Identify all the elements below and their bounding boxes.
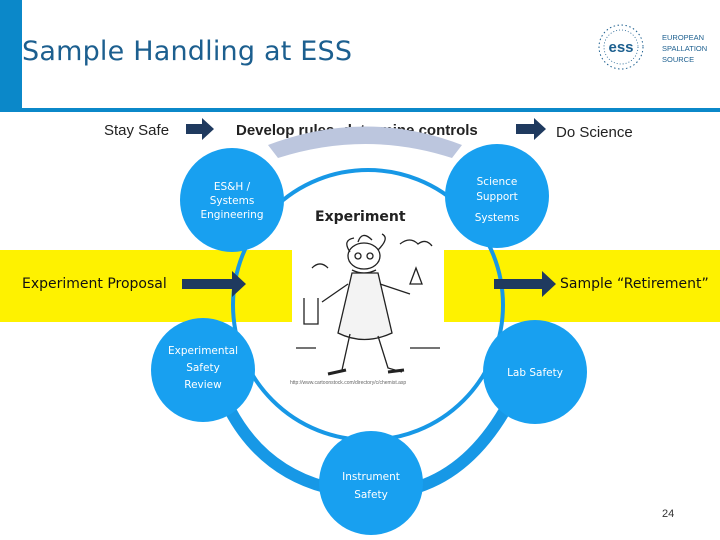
bottom-right-arc bbox=[416, 406, 511, 493]
label-line: Science bbox=[476, 176, 518, 188]
label-line: Engineering bbox=[200, 209, 264, 221]
label-line: Safety bbox=[354, 489, 388, 501]
esh-node bbox=[180, 148, 284, 252]
ess-logo: ess bbox=[598, 24, 644, 70]
science-support-node bbox=[445, 144, 549, 248]
arrow-stay-safe bbox=[186, 118, 214, 140]
arrow-retirement bbox=[494, 271, 556, 297]
logo-line: SOURCE bbox=[662, 55, 695, 64]
experiment-proposal-label: Experiment Proposal bbox=[22, 276, 167, 292]
logo-wordmark: EUROPEAN SPALLATION SOURCE bbox=[662, 32, 707, 65]
lab-safety-label: Lab Safety bbox=[507, 367, 563, 379]
label-line: Support bbox=[476, 191, 518, 203]
instrument-safety-label: Instrument Safety bbox=[329, 468, 413, 504]
experiment-label: Experiment bbox=[315, 209, 406, 225]
logo-line: SPALLATION bbox=[662, 44, 708, 53]
logo-mark: ess bbox=[608, 39, 633, 56]
label-line: Systems bbox=[209, 195, 255, 207]
bottom-left-arc bbox=[224, 407, 327, 493]
science-support-label: Science Support Systems bbox=[455, 175, 539, 226]
title-panel bbox=[22, 0, 720, 108]
label-line: Review bbox=[184, 379, 222, 391]
esr-label: Experimental Safety Review bbox=[160, 343, 246, 394]
image-source-url[interactable]: http://www.cartoonstock.com/directory/c/… bbox=[290, 380, 407, 386]
label-line: Safety bbox=[186, 362, 220, 374]
label-line: Experimental bbox=[167, 345, 239, 357]
top-arc bbox=[268, 126, 462, 158]
arrow-proposal bbox=[182, 271, 246, 297]
sample-retirement-label: Sample “Retirement” bbox=[560, 276, 709, 292]
label-line: Systems bbox=[474, 212, 520, 224]
esr-node bbox=[151, 318, 255, 422]
esh-label: ES&H / Systems Engineering bbox=[190, 180, 274, 222]
logo-line: EUROPEAN bbox=[662, 33, 705, 42]
arrow-do-science bbox=[516, 118, 546, 140]
retirement-highlight-band bbox=[444, 250, 720, 322]
slide-title: Sample Handling at ESS bbox=[22, 36, 353, 67]
lab-safety-node bbox=[483, 320, 587, 424]
stay-safe-label: Stay Safe bbox=[104, 122, 170, 139]
label-line: Instrument bbox=[342, 471, 400, 483]
do-science-label: Do Science bbox=[556, 124, 633, 141]
label-line: ES&H / bbox=[213, 181, 251, 193]
scientist-cartoon-image bbox=[292, 228, 444, 388]
instrument-safety-node bbox=[319, 431, 423, 535]
page-number: 24 bbox=[662, 508, 675, 520]
chemist-illustration bbox=[296, 233, 440, 376]
